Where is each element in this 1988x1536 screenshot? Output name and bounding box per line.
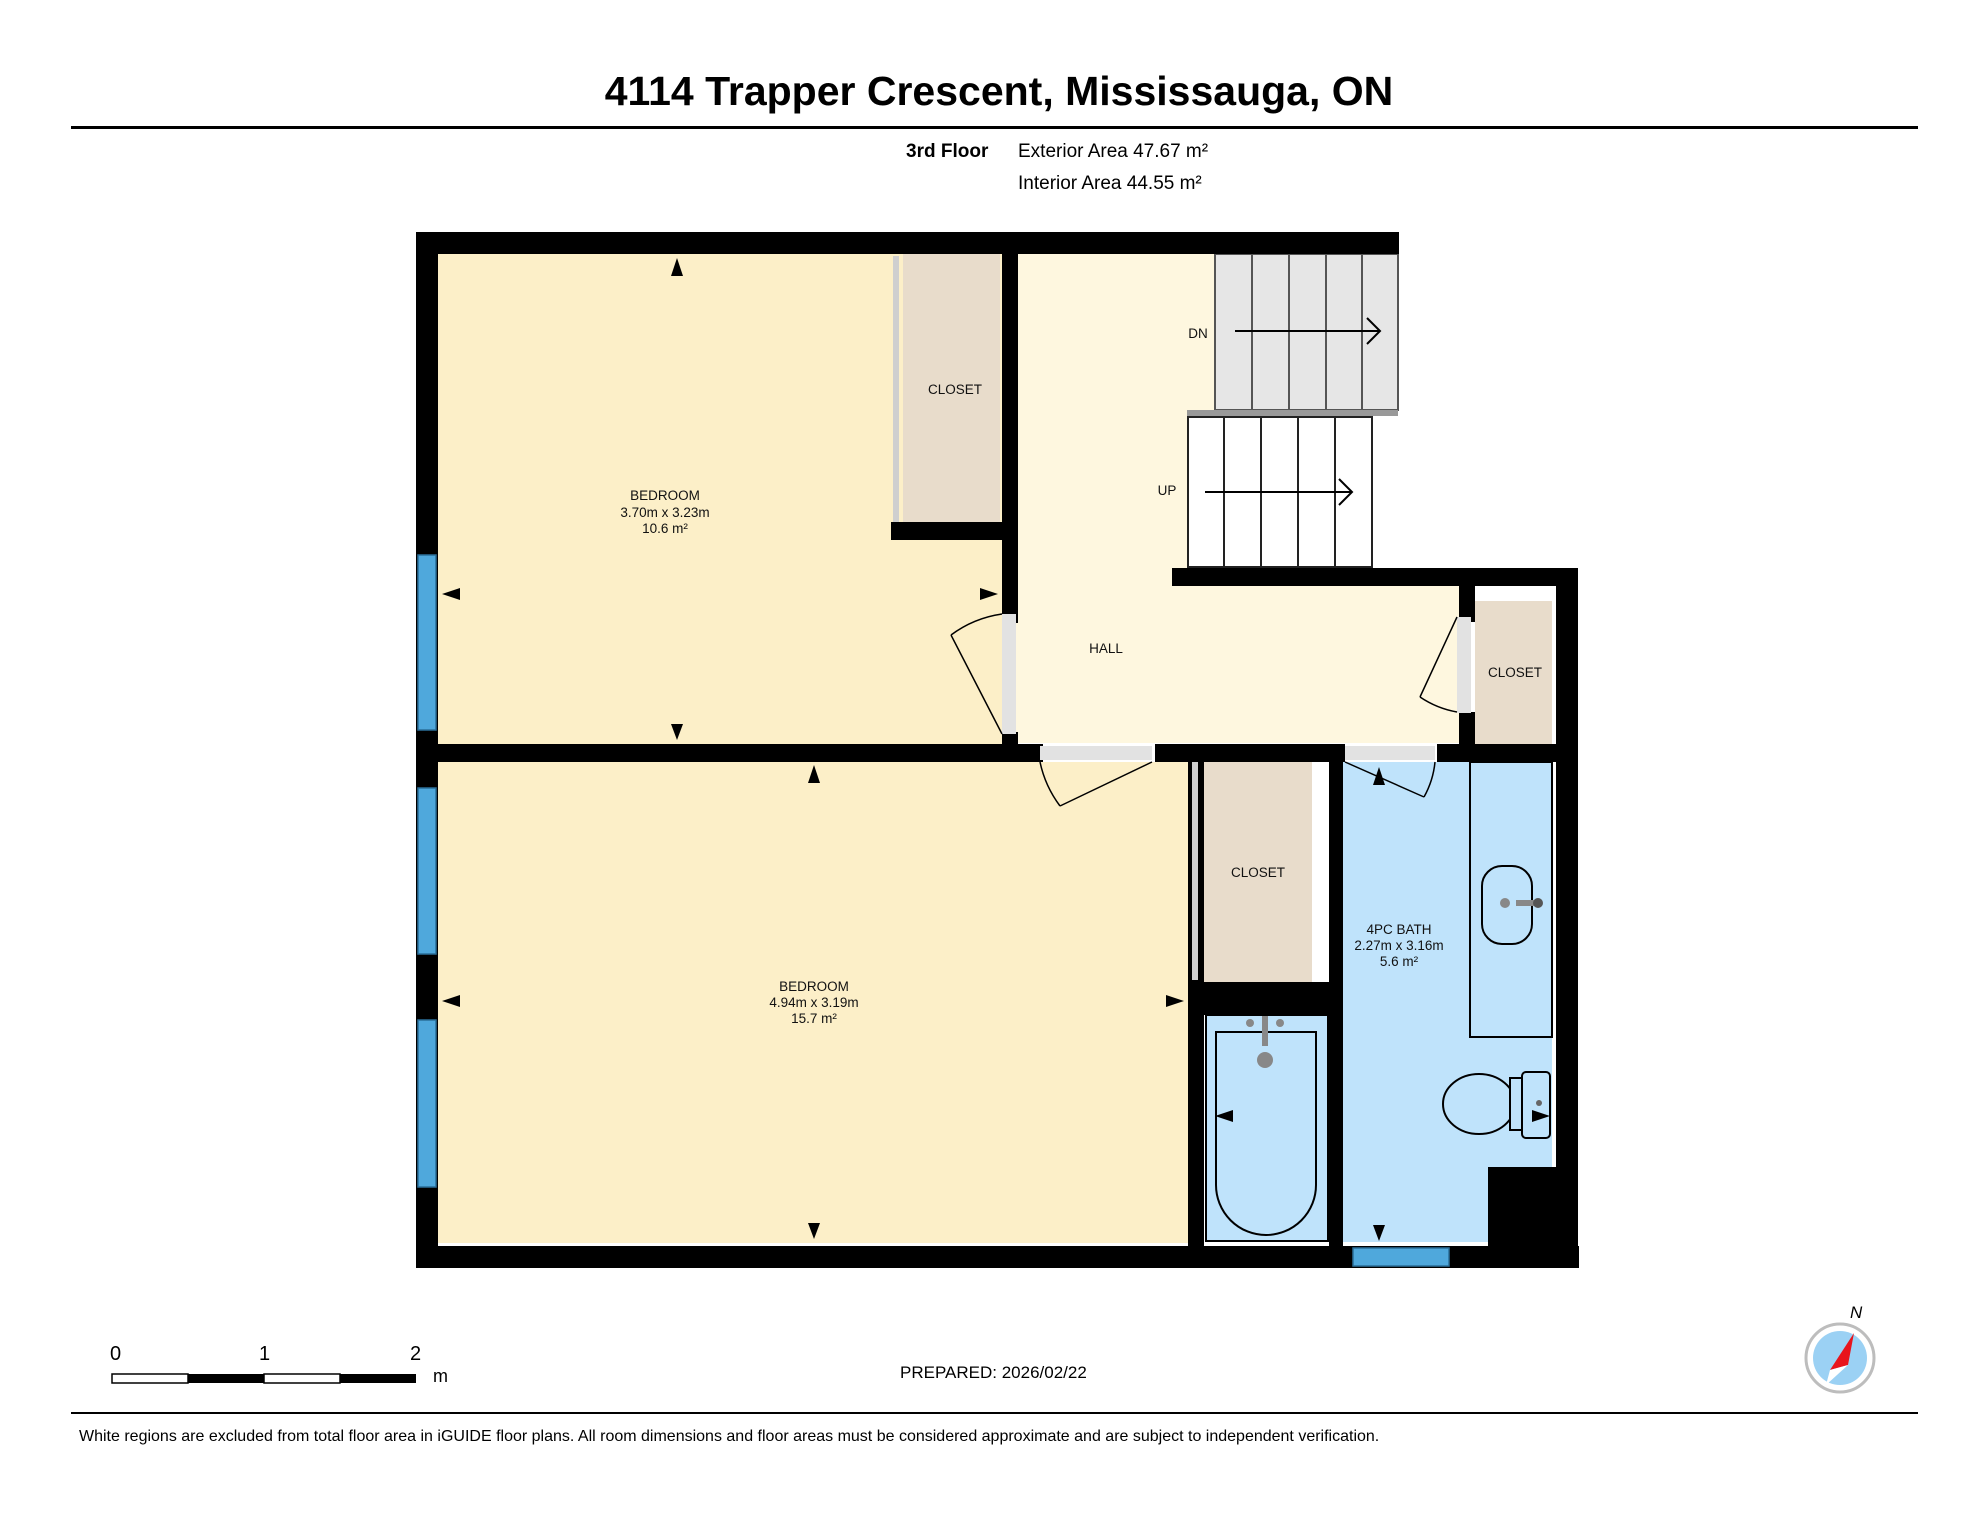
bedroom-lower-fill	[436, 762, 1190, 1243]
interior-area: Interior Area 44.55 m²	[1018, 173, 1202, 194]
stairs-down	[1187, 253, 1399, 416]
scale-label-1: 1	[259, 1343, 271, 1365]
closet-upper-fill	[903, 254, 1000, 522]
stairs-up	[1187, 416, 1373, 568]
closet-hall-fill	[1475, 601, 1552, 744]
bedroom-upper-area: 10.6 m²	[642, 521, 688, 536]
closet-lower-track	[1192, 762, 1198, 980]
page-title: 4114 Trapper Crescent, Mississauga, ON	[604, 68, 1394, 114]
compass-north-label: N	[1850, 1303, 1863, 1322]
stairs-up-label: UP	[1158, 483, 1177, 498]
bath-dims: 2.27m x 3.16m	[1354, 938, 1443, 953]
floor-label: 3rd Floor	[906, 141, 989, 162]
bedroom-upper-dims: 3.70m x 3.23m	[620, 505, 709, 520]
prepared-date: PREPARED: 2026/02/22	[900, 1363, 1087, 1382]
windows	[417, 554, 1450, 1267]
bedroom-upper-name: BEDROOM	[630, 488, 700, 503]
closet-upper-name: CLOSET	[928, 382, 982, 397]
dimension-markers	[442, 258, 1550, 1241]
stairs-down-label: DN	[1188, 326, 1208, 341]
closet-upper-track	[893, 256, 899, 522]
doors	[950, 613, 1471, 807]
footer-divider	[71, 1412, 1918, 1414]
header-divider	[71, 126, 1918, 129]
closet-hall-name: CLOSET	[1488, 665, 1542, 680]
scale-bar	[111, 1373, 416, 1384]
bedroom-lower-area: 15.7 m²	[791, 1011, 837, 1026]
walls	[416, 232, 1579, 1268]
hall-fill	[1016, 252, 1460, 743]
bedroom-lower-name: BEDROOM	[779, 979, 849, 994]
bedroom-lower-dims: 4.94m x 3.19m	[769, 995, 858, 1010]
compass-north-icon	[1804, 1322, 1876, 1394]
bath-area: 5.6 m²	[1380, 954, 1419, 969]
scale-unit: m	[433, 1366, 448, 1386]
toilet-icon	[1442, 1071, 1551, 1139]
exterior-area: Exterior Area 47.67 m²	[1018, 141, 1209, 162]
scale-label-0: 0	[110, 1343, 122, 1365]
bath-name: 4PC BATH	[1366, 922, 1431, 937]
bathtub-icon	[1205, 1014, 1329, 1242]
hall-name: HALL	[1089, 641, 1123, 656]
closet-lower-name: CLOSET	[1231, 865, 1285, 880]
closet-lower-fill	[1204, 762, 1312, 982]
disclaimer-text: White regions are excluded from total fl…	[79, 1428, 1380, 1445]
vanity-sink-icon	[1469, 761, 1553, 1038]
scale-label-2: 2	[410, 1343, 422, 1365]
